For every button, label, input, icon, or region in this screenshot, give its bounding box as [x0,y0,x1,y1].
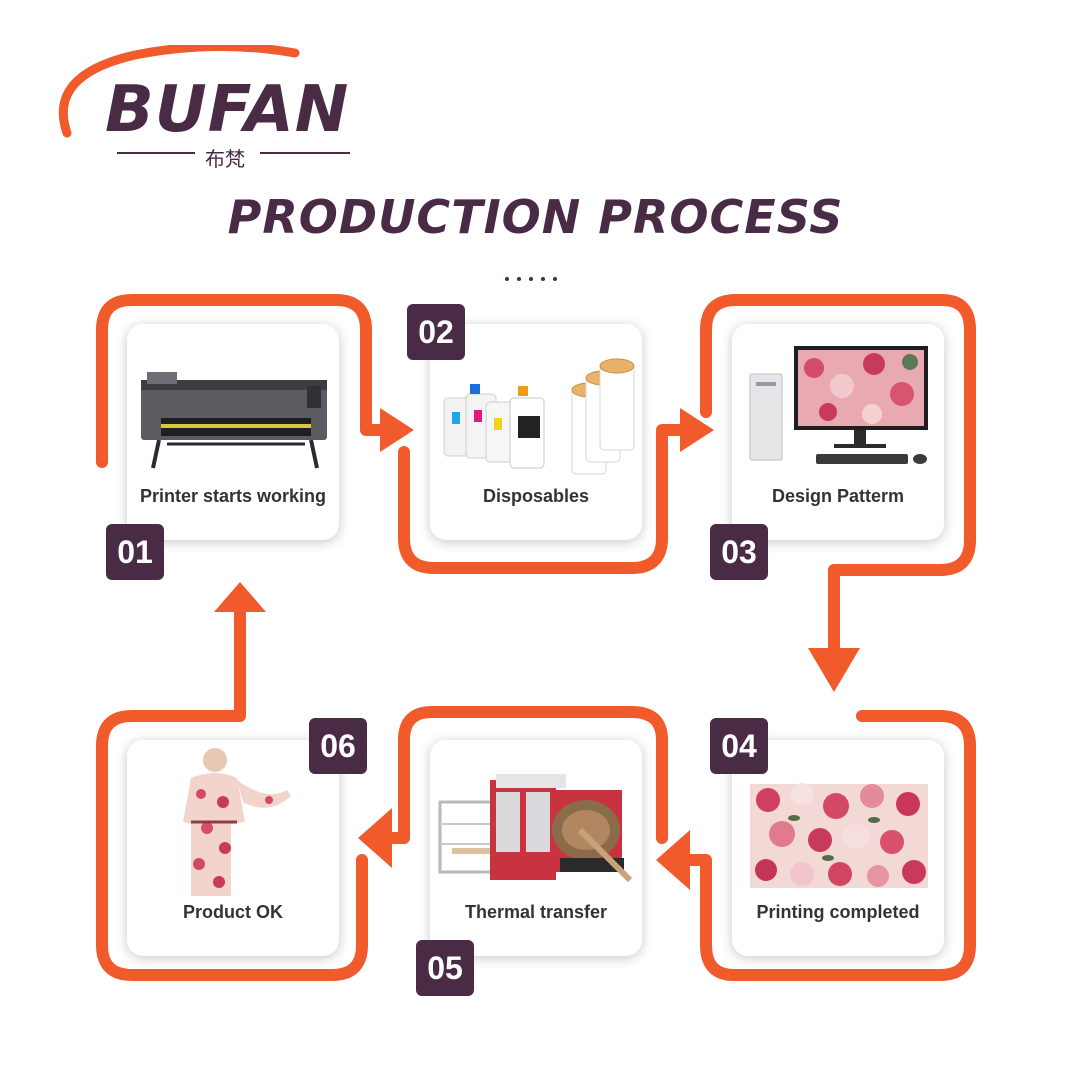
step-badge-01: 01 [106,524,164,580]
brand-subtitle: 布梵 [205,149,245,171]
heat-press-icon [438,774,633,883]
page-title: PRODUCTION PROCESS [227,190,844,244]
arrow-up [214,582,266,612]
title-dots [505,268,565,286]
arrow-down [808,648,860,692]
flow-line-bottom-right [682,710,976,981]
arrow-left-1 [656,830,690,890]
arrow-right-2 [680,408,714,452]
step-label-06: Product OK [182,902,283,922]
step-badge-04: 04 [710,718,768,774]
step-badge-05: 05 [416,940,474,996]
ink-bottles-icon [443,358,635,475]
step-label-03: Design Patterm [771,486,905,506]
step-label-05: Thermal transfer [464,902,608,922]
step-badge-02: 02 [407,304,465,360]
flow-line-top-left [96,294,396,468]
flow-line-top-middle [398,424,696,574]
computer-icon [749,346,928,464]
step-badge-06: 06 [309,718,367,774]
arrow-right-1 [380,408,414,452]
step-card-04: Printing completed [732,740,944,956]
step-label-01: Printer starts working [139,486,327,506]
printed-fabric-icon [750,783,928,888]
flow-line-bottom-left [96,602,368,981]
flow-line-top-right [700,294,976,656]
brand-name: BUFAN [105,73,350,147]
step-card-02: Disposables [430,324,642,540]
flow-line-bottom-middle [382,706,668,844]
step-card-03: Design Patterm [732,324,944,540]
step-label-04: Printing completed [756,902,920,922]
step-badge-03: 03 [710,524,768,580]
arrow-left-2 [358,808,392,868]
step-card-05: Thermal transfer [430,740,642,956]
dress-icon [183,748,291,896]
step-label-02: Disposables [482,486,590,506]
brand-logo: BUFAN 布梵 [55,45,365,171]
step-card-06: Product OK [127,740,339,956]
printer-icon [141,372,327,469]
step-card-01: Printer starts working [127,324,339,540]
